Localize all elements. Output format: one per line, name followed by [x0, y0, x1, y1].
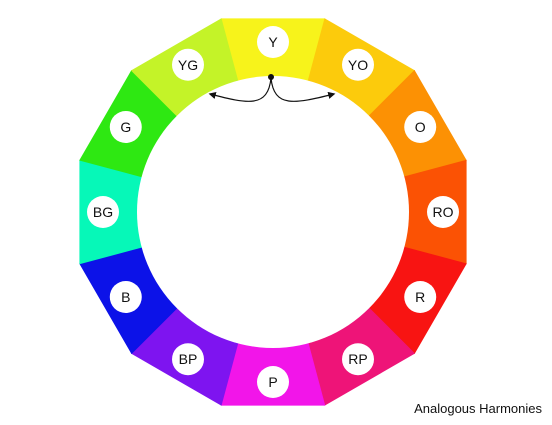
segment-label-yg: YG	[172, 48, 204, 81]
segment-label-p: P	[257, 366, 289, 398]
label-badge	[172, 343, 204, 376]
analogous-arrows	[208, 74, 336, 102]
label-text: P	[268, 374, 277, 390]
label-text: G	[120, 119, 131, 135]
segment-label-r: R	[404, 281, 437, 313]
label-badge	[87, 196, 119, 228]
label-text: Y	[268, 34, 278, 50]
label-text: B	[121, 289, 130, 305]
label-badge	[109, 281, 142, 313]
label-text: RO	[433, 204, 454, 220]
label-text: BP	[179, 351, 198, 367]
label-badge	[257, 26, 289, 58]
segment-label-b: B	[109, 281, 142, 313]
arrow-origin-dot	[268, 74, 274, 80]
diagram-caption: Analogous Harmonies	[414, 401, 542, 416]
segment-label-yo: YO	[342, 48, 374, 81]
label-text: R	[415, 289, 425, 305]
label-text: BG	[93, 204, 113, 220]
label-badge	[172, 48, 204, 81]
segment-label-y: Y	[257, 26, 289, 58]
arrow-left	[208, 77, 272, 102]
label-text: YG	[178, 57, 198, 73]
label-badge	[109, 111, 142, 143]
label-text: RP	[348, 351, 367, 367]
label-text: O	[415, 119, 426, 135]
wheel-center	[137, 76, 409, 348]
segment-label-g: G	[109, 111, 142, 143]
label-badge	[404, 281, 437, 313]
label-badge	[342, 48, 374, 81]
label-text: YO	[348, 57, 368, 73]
segment-labels: Y YO O RO R RP P BP B BG G YG	[87, 26, 459, 398]
segment-label-bg: BG	[87, 196, 119, 228]
segment-label-rp: RP	[342, 343, 374, 376]
label-badge	[404, 111, 437, 143]
label-badge	[342, 343, 374, 376]
label-badge	[257, 366, 289, 398]
label-badge	[427, 196, 459, 228]
segment-label-o: O	[404, 111, 437, 143]
arrow-right	[270, 77, 336, 102]
segment-label-ro: RO	[427, 196, 459, 228]
segment-label-bp: BP	[172, 343, 204, 376]
